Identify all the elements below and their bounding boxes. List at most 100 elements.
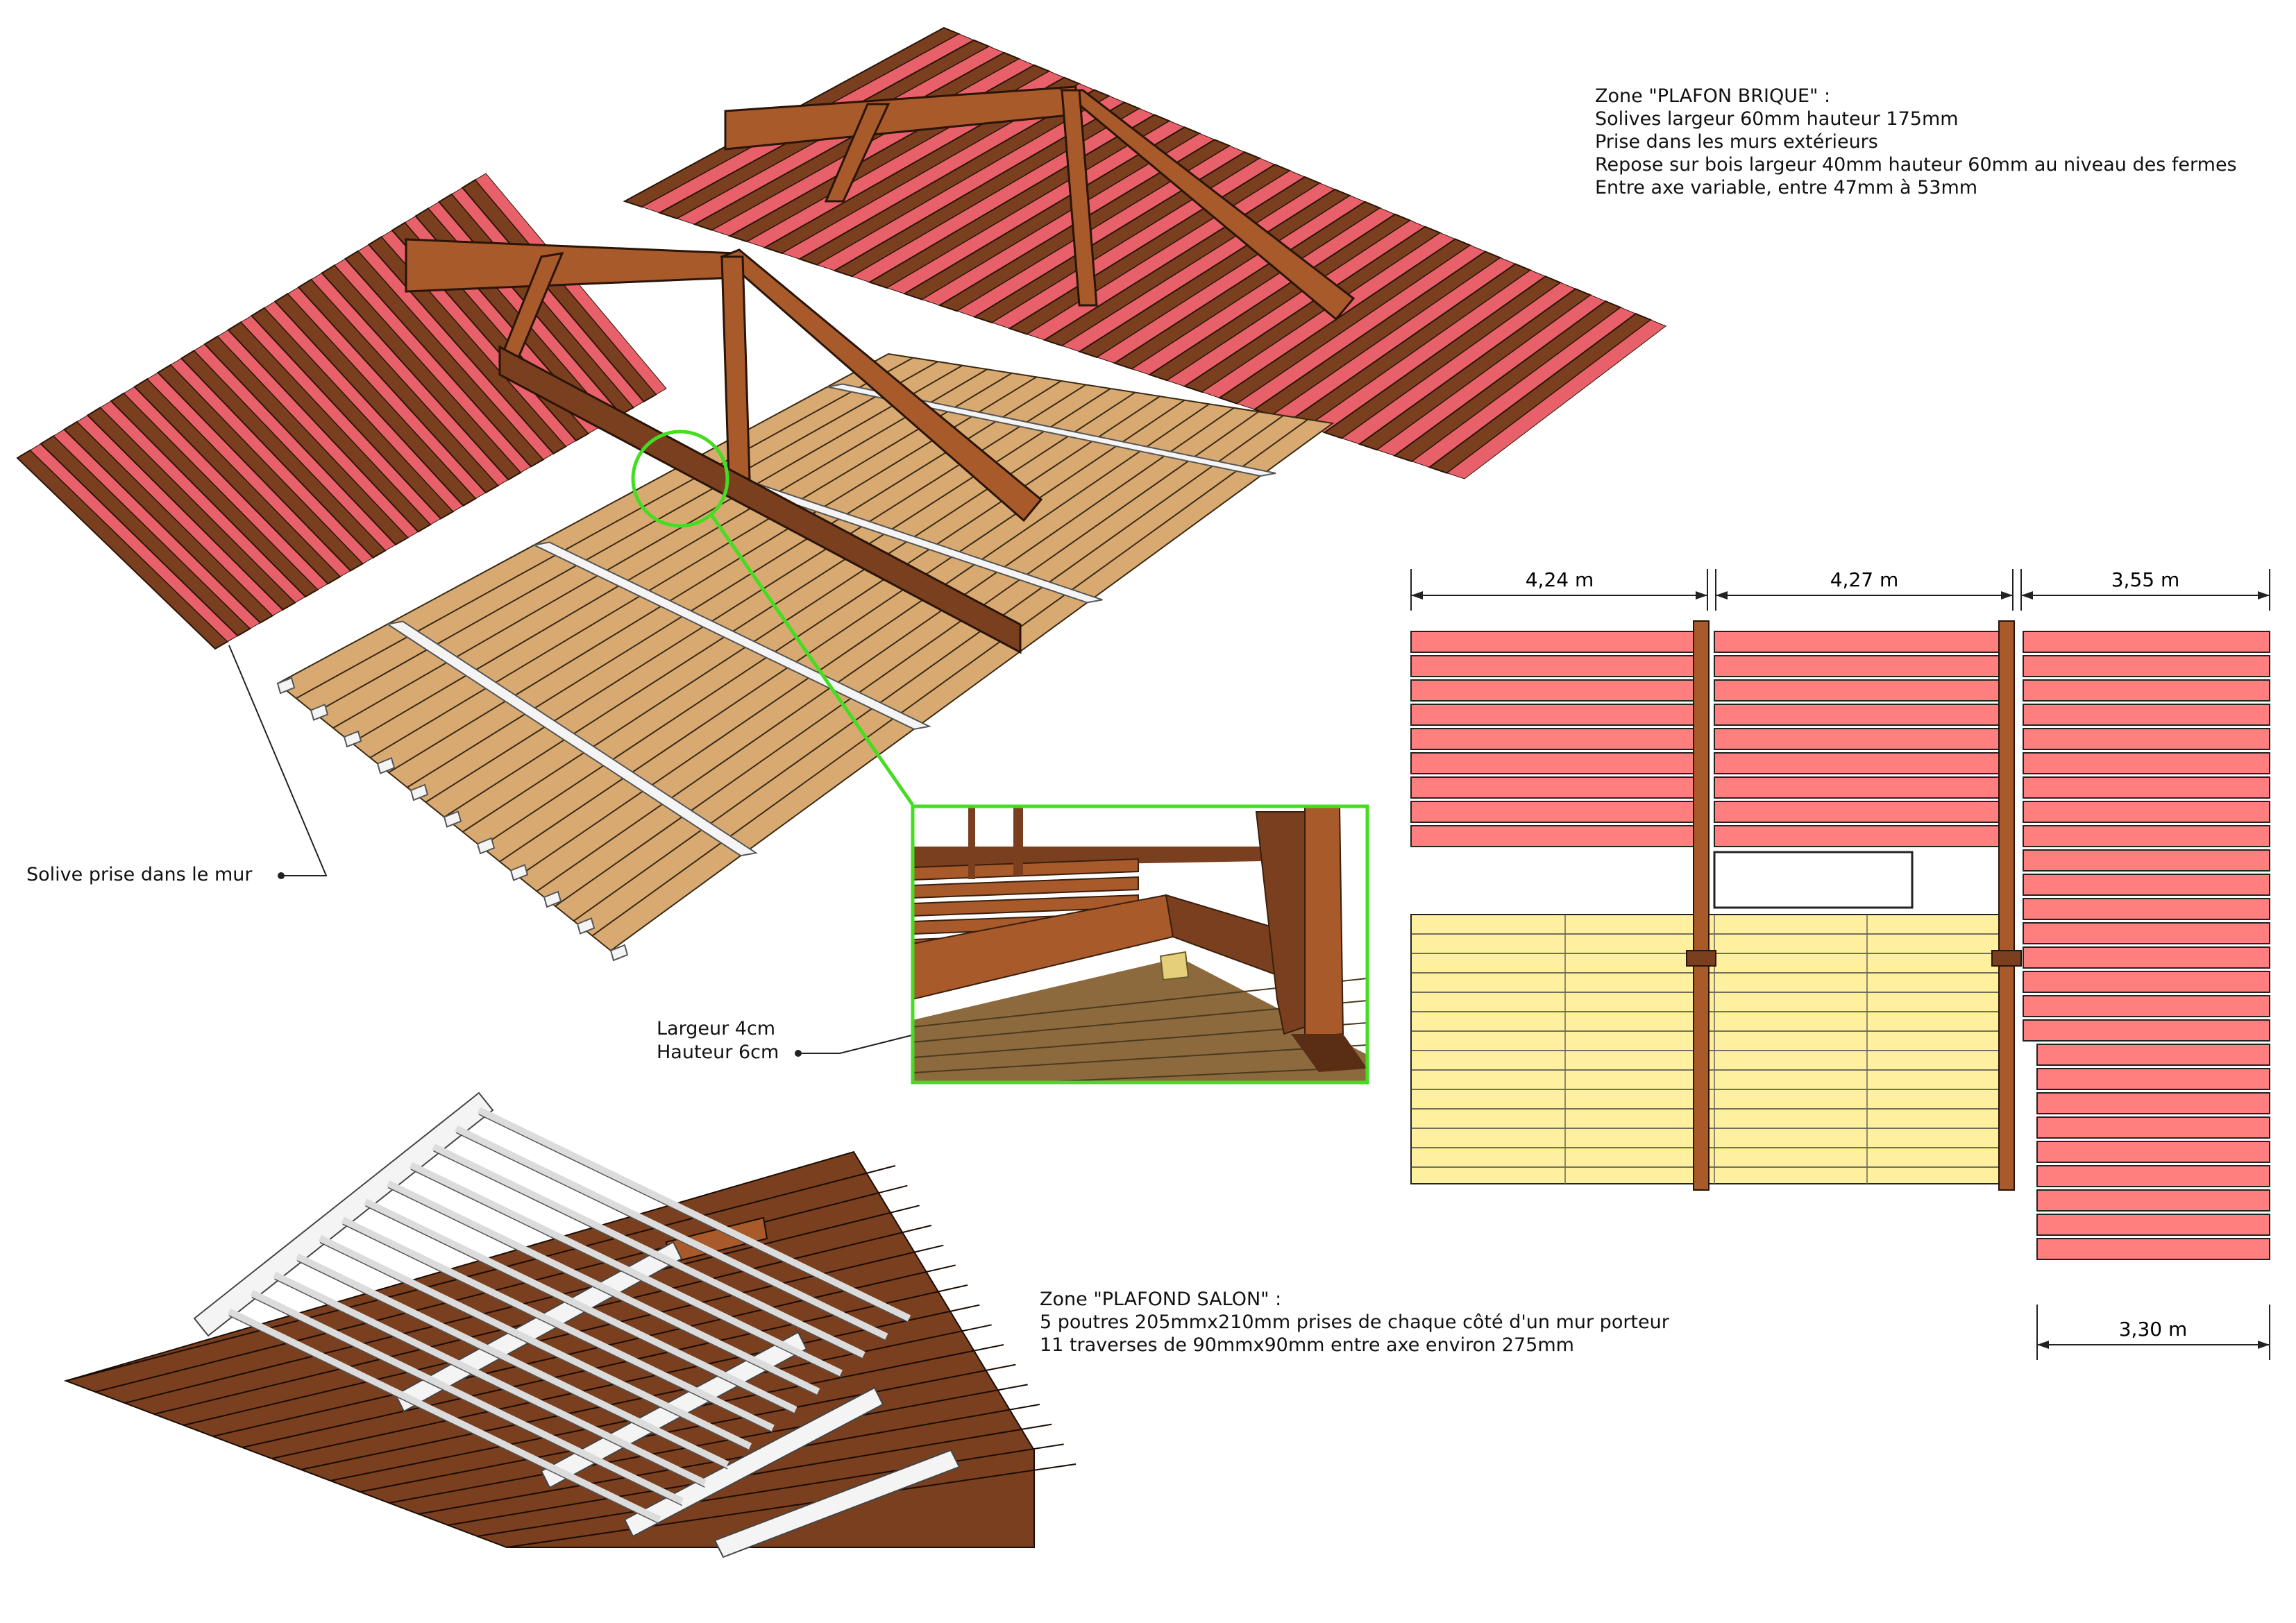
plan-joist xyxy=(2036,1189,2270,1212)
plan-view: 4,24 m 4,27 m 3,55 m 3,30 m xyxy=(1410,568,2270,1360)
underside-traverse-edge xyxy=(478,1114,910,1323)
dimension-label-3: 3,55 m xyxy=(2111,568,2180,591)
salon-board-line xyxy=(480,396,1160,848)
plan-joist xyxy=(2023,631,2270,653)
bearing-block xyxy=(1159,951,1190,981)
truss-post xyxy=(720,255,751,480)
plan-joist xyxy=(2036,1044,2270,1066)
plan-joist xyxy=(2023,679,2270,702)
plan-joist xyxy=(2036,1068,2270,1090)
underside-traverse xyxy=(250,1290,684,1505)
brick-zone-note: Zone "PLAFON BRIQUE" : Solives largeur 6… xyxy=(1595,85,2237,199)
underside-traverse-edge xyxy=(342,1223,773,1433)
largeur-leader-dot xyxy=(795,1050,802,1057)
salon-board-line xyxy=(462,391,1136,833)
underside-board-line xyxy=(477,1443,1064,1537)
plan-joist xyxy=(2036,1238,2270,1260)
underside-traverse xyxy=(318,1235,752,1450)
plan-joist xyxy=(1714,752,2007,774)
brick-zone-note-line-3: Repose sur bois largeur 40mm hauteur 60m… xyxy=(1595,154,2237,176)
salon-board-line xyxy=(314,361,938,714)
beam-end xyxy=(410,783,429,801)
salon-zone-traverses xyxy=(276,383,1276,962)
plan-truss-joint xyxy=(1686,950,1716,967)
plan-joist xyxy=(1410,704,1703,726)
underside-traverse xyxy=(296,1253,729,1468)
salon-zone-note-line-1: 5 poutres 205mmx210mm prises de chaque c… xyxy=(1040,1311,1669,1333)
underside-board-line xyxy=(95,1184,908,1393)
beam-end xyxy=(443,810,462,828)
underside-traverse-edge xyxy=(251,1296,683,1506)
plan-joist xyxy=(1410,655,1703,677)
salon-board-line xyxy=(499,399,1185,863)
underside-traverse-edge xyxy=(410,1169,842,1378)
beam-end xyxy=(609,944,629,962)
beam-end xyxy=(576,917,596,935)
underside-board-line xyxy=(360,1363,1016,1493)
traverse xyxy=(827,383,1276,477)
underside-traverse xyxy=(432,1144,866,1359)
plan-joist xyxy=(2023,704,2270,726)
plan-joist xyxy=(2023,655,2270,677)
plan-truss xyxy=(1998,620,2015,1191)
salon-zone-note: Zone "PLAFOND SALON" : 5 poutres 205mmx2… xyxy=(1040,1288,1669,1357)
underside-traverse xyxy=(364,1198,797,1413)
underside-white-grid xyxy=(193,1091,961,1558)
plan-joist xyxy=(2023,776,2270,799)
plan-joist xyxy=(2023,995,2270,1017)
underside-board-line xyxy=(506,1463,1077,1548)
plan-joist xyxy=(2023,946,2270,969)
beam-end xyxy=(343,730,362,748)
brick-zone-note-line-4: Entre axe variable, entre 47mm à 53mm xyxy=(1595,177,1978,198)
underside-traverse-edge xyxy=(274,1278,705,1488)
plan-joist xyxy=(2023,825,2270,847)
salon-board-line xyxy=(536,407,1235,892)
truss-post xyxy=(1061,89,1098,307)
plan-joist xyxy=(2023,922,2270,944)
dimension-label-2: 4,27 m xyxy=(1830,568,1899,591)
plan-opening xyxy=(1713,851,1914,909)
section-callout-height: Hauteur 6cm xyxy=(657,1042,779,1063)
underside-board-line xyxy=(65,1165,896,1382)
salon-board-line xyxy=(369,372,1013,758)
brick-zone-note-line-1: Solives largeur 60mm hauteur 175mm xyxy=(1595,108,1959,130)
plan-trusses xyxy=(1686,620,2022,1191)
plan-truss xyxy=(1693,620,1710,1191)
dimension-label-bottom: 3,30 m xyxy=(2119,1318,2188,1341)
truss-strut xyxy=(824,103,890,203)
salon-board-line xyxy=(388,376,1037,774)
joist-gap-right xyxy=(1446,319,1666,479)
plan-joist xyxy=(2023,801,2270,823)
plan-joist xyxy=(2023,971,2270,993)
underside-traverse-edge xyxy=(228,1315,660,1524)
detail-connector-line xyxy=(709,513,915,806)
plan-joist xyxy=(1410,801,1703,823)
plan-joist xyxy=(2023,898,2270,920)
plan-joist xyxy=(2023,874,2270,896)
inset-floor-line xyxy=(913,1044,1367,1073)
underside-traverse-edge xyxy=(296,1260,728,1470)
beam-end xyxy=(543,890,562,908)
plan-joist xyxy=(2023,1019,2270,1042)
plan-joist xyxy=(2036,1092,2270,1114)
plan-joist xyxy=(2036,1214,2270,1236)
underside-view xyxy=(63,1091,1077,1558)
section-callout-width: Largeur 4cm xyxy=(657,1018,776,1039)
beam-end xyxy=(376,757,396,774)
plan-joist xyxy=(2023,728,2270,750)
roof-trusses xyxy=(405,85,1356,654)
solive-leader-dot xyxy=(278,872,285,879)
plan-brick-joists xyxy=(1410,631,2270,1260)
plan-joist xyxy=(2023,849,2270,872)
solive-leader-line xyxy=(228,645,328,876)
underside-traverse xyxy=(409,1162,843,1377)
plan-joist xyxy=(2023,752,2270,774)
traverse xyxy=(532,541,931,730)
underside-traverse-edge xyxy=(455,1132,887,1342)
underside-traverse xyxy=(227,1308,661,1523)
underside-traverse-edge xyxy=(365,1205,796,1415)
salon-board-line xyxy=(518,403,1210,877)
underside-traverse-edge xyxy=(319,1241,751,1452)
dimension-label-1: 4,24 m xyxy=(1526,568,1594,591)
